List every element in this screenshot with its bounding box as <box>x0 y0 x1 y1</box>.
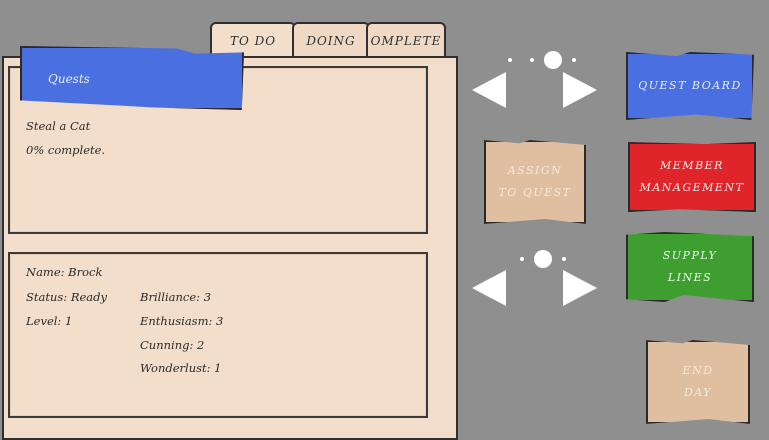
assign-to-quest-button[interactable]: ASSIGN TO QUEST <box>484 140 586 224</box>
tab-to-do[interactable]: TO DO <box>210 22 296 58</box>
end-day-button[interactable]: END DAY <box>646 340 750 424</box>
stat-brilliance: Brilliance: 3 <box>140 290 212 304</box>
tab-to-do-label: TO DO <box>229 34 277 48</box>
quest-prev-arrow-icon[interactable] <box>472 72 506 108</box>
quest-item-name[interactable]: Steal a Cat <box>26 119 91 133</box>
member-management-button[interactable]: MEMBER MANAGEMENT <box>628 142 756 212</box>
stat-wonderlust: Wonderlust: 1 <box>140 361 222 375</box>
member-status: Status: Ready <box>26 290 107 304</box>
stat-enthusiasm: Enthusiasm: 3 <box>140 314 224 328</box>
quest-item-progress: 0% complete. <box>26 143 106 157</box>
tab-doing-label: DOING <box>306 34 356 48</box>
member-name: Name: Brock <box>26 265 103 279</box>
member-next-arrow-icon[interactable] <box>563 270 597 306</box>
tab-doing[interactable]: DOING <box>292 22 370 58</box>
member-prev-arrow-icon[interactable] <box>472 270 506 306</box>
quests-banner-label: Quests <box>48 72 90 86</box>
member-card <box>8 252 428 418</box>
tab-complete[interactable]: OMPLETE <box>366 22 446 58</box>
member-level: Level: 1 <box>26 314 73 328</box>
tab-complete-label: OMPLETE <box>370 34 442 48</box>
quest-board-button[interactable]: QUEST BOARD <box>626 52 754 120</box>
supply-lines-button[interactable]: SUPPLY LINES <box>626 232 754 302</box>
quest-next-arrow-icon[interactable] <box>563 72 597 108</box>
stat-cunning: Cunning: 2 <box>140 338 205 352</box>
